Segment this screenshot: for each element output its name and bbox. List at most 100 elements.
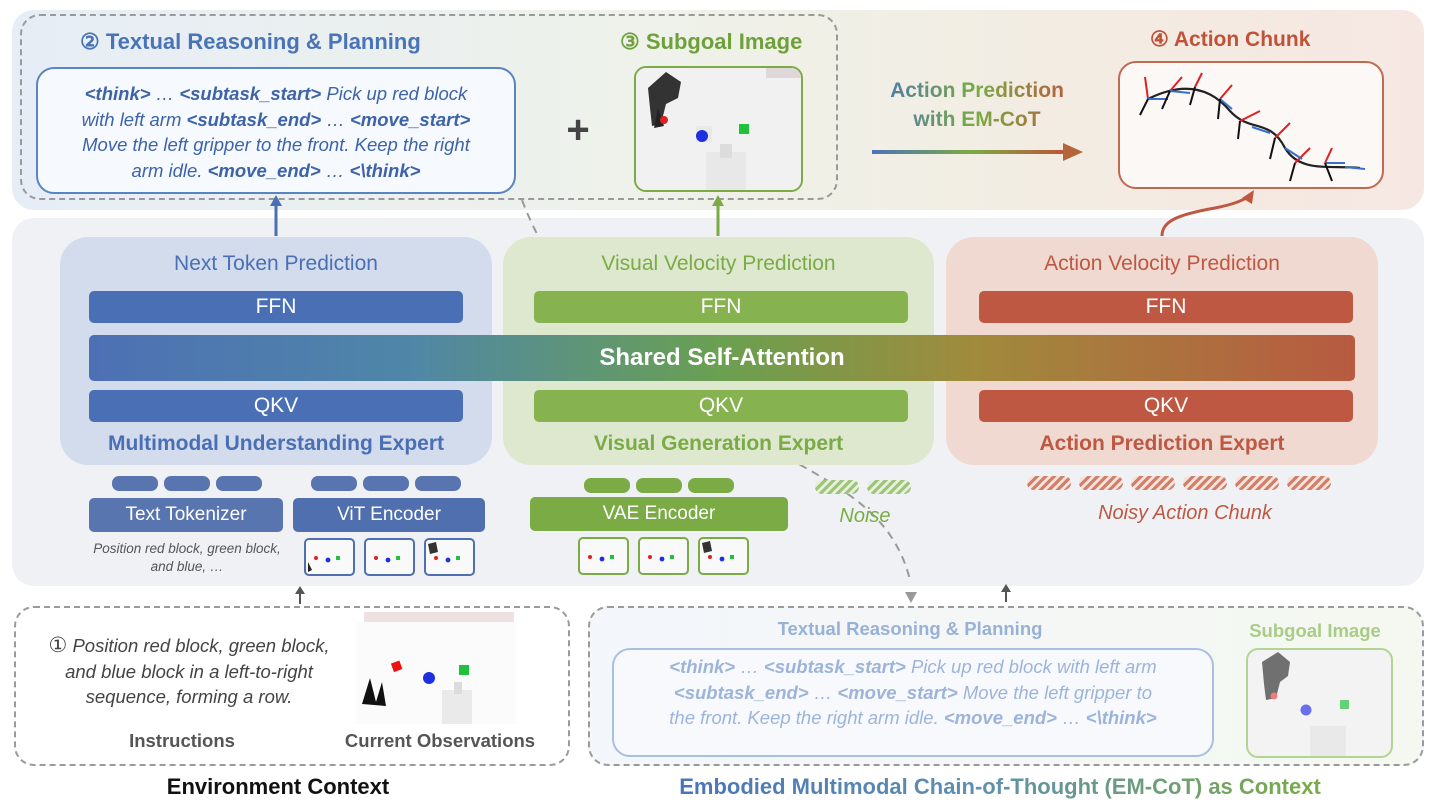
emcot-subgoal-image [1246, 648, 1393, 758]
cot-line: Move the left gripper to the front. Keep… [38, 132, 514, 158]
cot-text: the front. Keep the right arm idle. [669, 707, 944, 728]
cot-line: arm idle. <move_end> … <\think> [38, 158, 514, 184]
token-pill [311, 476, 357, 491]
token-pill [112, 476, 158, 491]
cot-text: … [150, 83, 180, 104]
env-arrow-up-icon [295, 586, 305, 604]
arrow-label-line2: with EM-CoT [872, 105, 1082, 134]
instruction-block: ① Position red block, green block, and b… [34, 633, 344, 710]
observation-thumbnail [424, 538, 475, 576]
generation-head: Visual Velocity Prediction [601, 252, 836, 275]
emcot-caption: Embodied Multimodal Chain-of-Thought (EM… [600, 774, 1400, 800]
generation-ffn: FFN [534, 291, 908, 323]
emcot-subgoal-scene-icon [1262, 652, 1349, 756]
subgoal-scene-icon [636, 68, 801, 190]
understanding-head: Next Token Prediction [174, 252, 378, 275]
cot-text: … [735, 656, 764, 677]
emcot-reasoning-box: <think> … <subtask_start> Pick up red bl… [612, 648, 1214, 757]
cot-text: Pick up red block [321, 83, 468, 104]
cot-line: <think> … <subtask_start> Pick up red bl… [614, 654, 1212, 680]
observation-thumbnail [364, 538, 415, 576]
shared-self-attention: Shared Self-Attention [89, 335, 1355, 381]
cot-tag: <\think> [349, 159, 421, 181]
vae-thumbnail [638, 537, 689, 575]
cot-line: <think> … <subtask_start> Pick up red bl… [38, 81, 514, 107]
cot-text: arm idle. [131, 159, 208, 181]
reasoning-box: <think> … <subtask_start> Pick up red bl… [36, 67, 516, 194]
cot-tag: <think> [669, 656, 736, 677]
cot-text: … [808, 681, 838, 703]
noise-pill [867, 480, 911, 494]
cot-line: with left arm <subtask_end> … <move_star… [38, 107, 514, 133]
tokenizer-caption: Position red block, green block, and blu… [93, 541, 281, 574]
action-qkv: QKV [979, 390, 1353, 422]
action-arrow-label: Action Prediction with EM-CoT [872, 76, 1082, 134]
understanding-qkv: QKV [89, 390, 463, 422]
cot-text: … [320, 159, 350, 181]
token-pill [164, 476, 210, 491]
latent-pill [584, 478, 630, 493]
plus-sign: + [566, 108, 590, 152]
emcot-reasoning-text: <think> … <subtask_start> Pick up red bl… [614, 650, 1212, 731]
understanding-foot: Multimodal Understanding Expert [107, 432, 445, 455]
cot-text: with left arm [81, 108, 187, 130]
generation-qkv: QKV [534, 390, 908, 422]
cot-text: Move the left gripper to the front. Keep… [82, 134, 470, 155]
action-foot: Action Prediction Expert [1039, 432, 1285, 455]
latent-pill [636, 478, 682, 493]
noisy-action-pill [1079, 476, 1123, 490]
cot-tag: <subtask_start> [179, 83, 322, 104]
token-pill [415, 476, 461, 491]
noisy-action-pill [1183, 476, 1227, 490]
action-chunk-title: ④ Action Chunk [1150, 28, 1311, 51]
noisy-action-pill [1235, 476, 1279, 490]
generation-foot: Visual Generation Expert [593, 432, 844, 455]
action-ffn: FFN [979, 291, 1353, 323]
instruction-text: Position red block, green block, and blu… [65, 635, 330, 707]
emcot-caption-text: Embodied Multimodal Chain-of-Thought (EM… [679, 774, 1321, 799]
cot-line: the front. Keep the right arm idle. <mov… [614, 705, 1212, 731]
vae-encoder: VAE Encoder [530, 497, 788, 531]
action-chunk-box [1118, 61, 1384, 189]
environment-caption: Environment Context [166, 774, 390, 799]
observation-scene-icon [356, 612, 516, 724]
action-head: Action Velocity Prediction [1044, 252, 1280, 275]
noise-label: Noise [839, 505, 891, 527]
token-pill [216, 476, 262, 491]
cot-tag: <think> [84, 83, 151, 104]
action-prediction-arrow-icon [872, 143, 1083, 161]
instruction-number: ① [48, 634, 68, 657]
noisy-action-pill [1287, 476, 1331, 490]
emcot-output-dashed-box [20, 14, 838, 200]
noisy-action-pill [1131, 476, 1175, 490]
trajectory-icon [1139, 72, 1366, 182]
cot-text: … [321, 108, 350, 130]
subgoal-title: ③ Subgoal Image [620, 29, 803, 54]
noisy-action-label: Noisy Action Chunk [1098, 502, 1272, 524]
subgoal-image [634, 66, 803, 192]
noise-pill [815, 480, 859, 494]
cot-tag: <move_start> [837, 681, 958, 703]
emcot-reasoning-title: Textual Reasoning & Planning [777, 618, 1043, 639]
cot-tag: <move_start> [350, 108, 471, 130]
vae-thumbnail [698, 537, 749, 575]
instructions-label: Instructions [129, 730, 235, 751]
cot-text: … [1056, 707, 1086, 728]
arrow-label-line1: Action Prediction [872, 76, 1082, 105]
vit-encoder: ViT Encoder [293, 498, 485, 532]
reasoning-title: ② Textual Reasoning & Planning [80, 29, 421, 54]
noisy-action-pill [1027, 476, 1071, 490]
cot-tag: <subtask_start> [763, 656, 906, 677]
cot-text: Move the left gripper to [957, 681, 1153, 703]
token-pill [363, 476, 409, 491]
cot-tag: <subtask_end> [186, 108, 322, 130]
cot-text: Pick up red block with left arm [905, 656, 1157, 677]
observation-thumbnail [304, 538, 355, 576]
emcot-subgoal-title: Subgoal Image [1249, 620, 1381, 641]
cot-tag: <\think> [1085, 707, 1157, 728]
cot-tag: <move_end> [943, 707, 1057, 728]
current-observation-image [356, 612, 516, 724]
cot-line: <subtask_end> … <move_start> Move the le… [614, 680, 1212, 706]
context-arrow-up-icon [1001, 584, 1011, 602]
reasoning-text: <think> … <subtask_start> Pick up red bl… [38, 69, 514, 183]
